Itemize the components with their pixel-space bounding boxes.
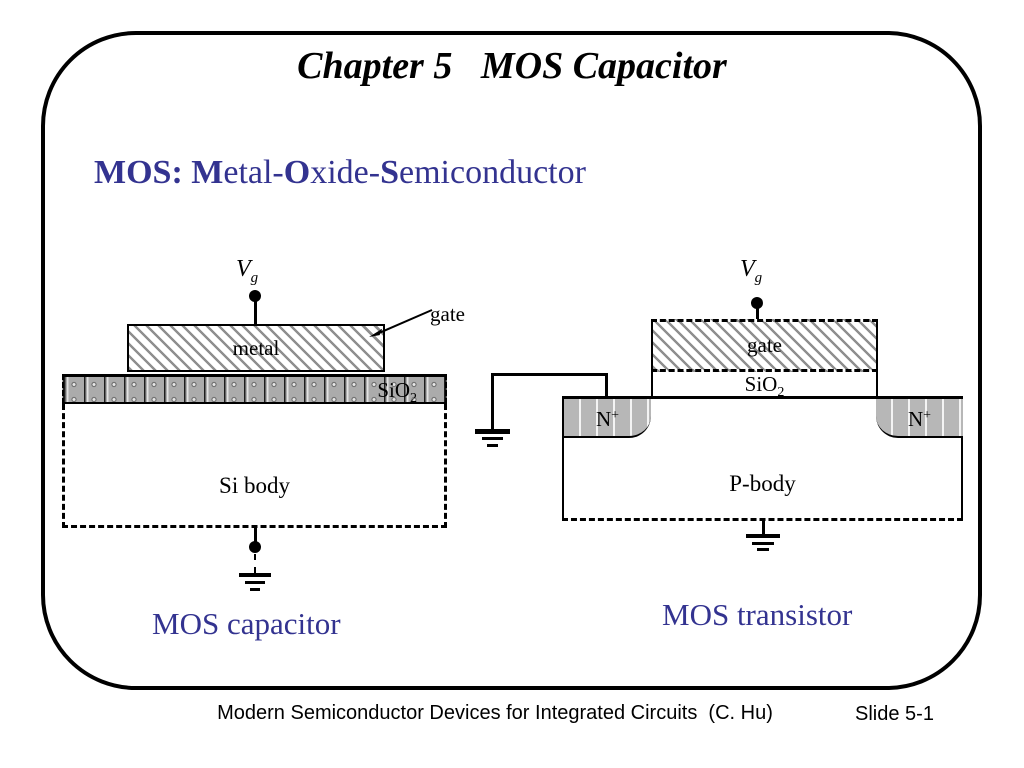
subtitle-reg-3: emiconductor — [399, 154, 586, 191]
cap-ground-wire — [254, 554, 256, 573]
cap-body-label: Si body — [219, 473, 290, 498]
tr-oxide-sub: 2 — [777, 385, 785, 400]
cap-body-wire — [254, 528, 257, 542]
subtitle-bold-3: S — [380, 154, 399, 191]
cap-gate-callout-label: gate — [430, 302, 465, 326]
tr-oxide-layer: SiO2 — [651, 372, 878, 400]
tr-source-ground-wire-h — [491, 373, 608, 376]
cap-metal-label-wrap: metal — [129, 326, 383, 370]
tr-gate: gate — [651, 319, 878, 372]
tr-gate-wire — [756, 308, 759, 320]
tr-oxide-text: SiO — [744, 372, 778, 396]
cap-metal-label: metal — [232, 335, 280, 360]
cap-oxide-text: SiO — [377, 378, 410, 402]
subtitle-bold-1: MOS: M — [94, 154, 224, 191]
tr-surface-line — [562, 396, 963, 399]
cap-vg-sub: g — [250, 270, 259, 286]
subtitle-reg-1: etal- — [223, 154, 284, 191]
tr-nplus-source-sup: + — [611, 408, 620, 423]
footer-book-title: Modern Semiconductor Devices for Integra… — [217, 702, 773, 724]
tr-vg-label: Vg — [740, 256, 762, 287]
tr-gate-terminal-dot — [751, 297, 763, 309]
footer-slide-number: Slide 5-1 — [855, 703, 934, 725]
gate-arrow-icon — [366, 304, 436, 342]
tr-nplus-drain: N+ — [876, 399, 963, 438]
cap-vg-label: Vg — [236, 256, 258, 287]
cap-gate-terminal-dot — [249, 290, 261, 302]
cap-body-terminal-dot — [249, 541, 261, 553]
tr-p-body: P-body — [562, 399, 963, 521]
cap-caption: MOS capacitor — [152, 606, 341, 641]
cap-vg-v: V — [236, 256, 251, 282]
tr-nplus-drain-label: N+ — [908, 407, 931, 431]
subtitle-bold-2: O — [283, 154, 311, 191]
cap-oxide-sub: 2 — [410, 391, 417, 406]
cap-si-body: Si body — [62, 404, 447, 528]
tr-oxide-label: SiO2 — [744, 372, 785, 400]
tr-body-ground-wire — [762, 521, 765, 535]
cap-oxide-layer: SiO2 — [62, 374, 447, 407]
cap-metal-gate: metal — [127, 324, 385, 372]
tr-caption: MOS transistor — [662, 597, 853, 632]
cap-gate-wire — [254, 301, 257, 325]
tr-nplus-source-label: N+ — [596, 407, 619, 431]
tr-nplus-drain-n: N — [907, 407, 924, 431]
tr-nplus-source-n: N — [595, 407, 612, 431]
tr-gate-label-wrap: gate — [653, 322, 876, 369]
tr-source-ground-wire-v — [491, 374, 494, 430]
slide-title: Chapter 5 MOS Capacitor — [297, 45, 727, 87]
tr-nplus-source: N+ — [564, 399, 651, 438]
cap-oxide-label: SiO2 — [377, 378, 417, 407]
tr-nplus-drain-sup: + — [923, 408, 932, 423]
tr-body-label: P-body — [729, 471, 796, 496]
subtitle-reg-2: xide- — [310, 154, 381, 191]
mos-definition: MOS: Metal-Oxide-Semiconductor — [94, 154, 586, 192]
slide-border — [41, 31, 982, 690]
tr-vg-v: V — [740, 256, 755, 282]
tr-source-wire-drop — [605, 373, 608, 399]
tr-gate-label: gate — [747, 333, 782, 357]
tr-vg-sub: g — [754, 270, 763, 286]
